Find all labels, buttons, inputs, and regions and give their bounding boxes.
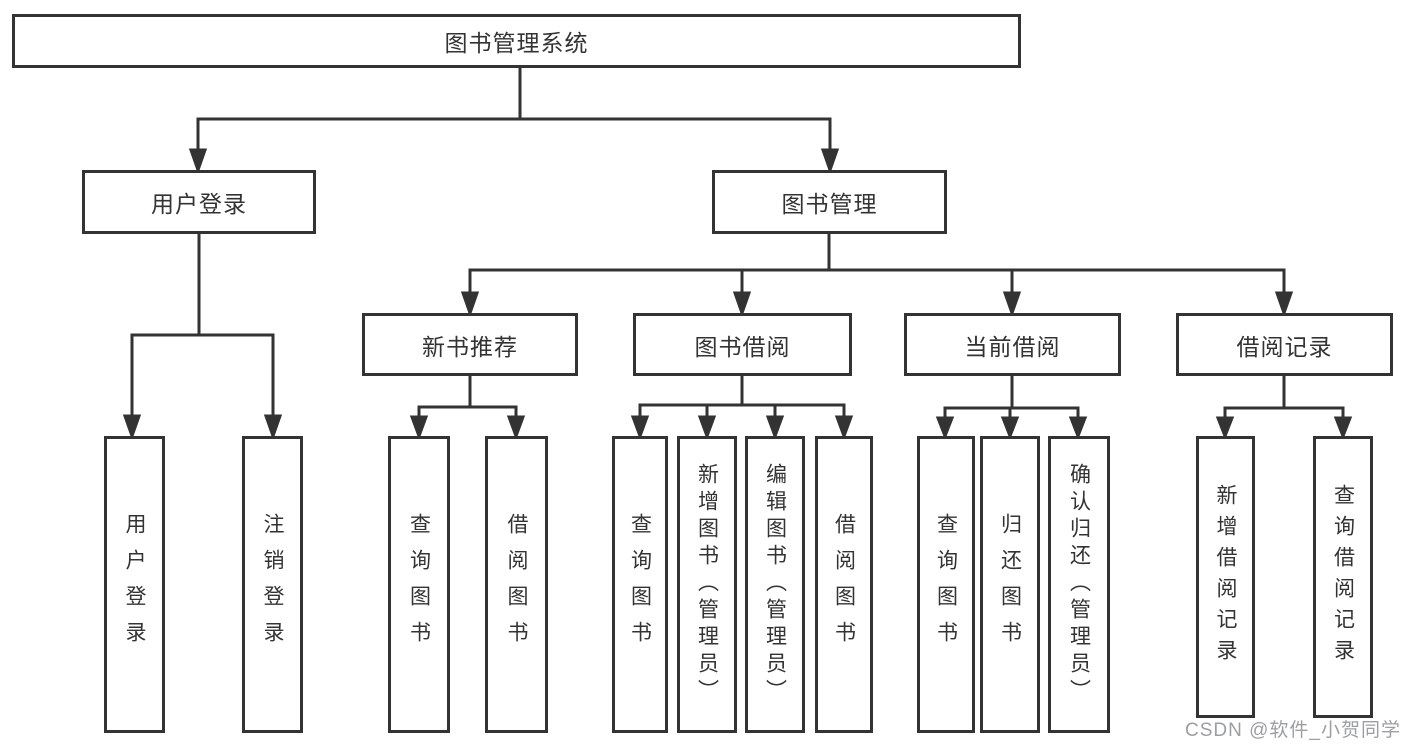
- leaf-edit-book-admin: 编辑图书（管理员）: [745, 436, 805, 733]
- node-label: 当前借阅: [964, 333, 1061, 360]
- node-borrow-records: 借阅记录: [1176, 313, 1393, 376]
- node-book-borrow: 图书借阅: [633, 313, 852, 376]
- node-label: 用户登录: [151, 191, 247, 217]
- leaf-borrow-books-recommend: 借阅图书: [485, 436, 548, 733]
- node-label: 归还图书: [998, 512, 1022, 657]
- leaf-borrow-book: 借阅图书: [815, 436, 873, 733]
- leaf-query-books-borrow: 查询图书: [612, 436, 668, 733]
- node-label: 借阅图书: [832, 512, 856, 657]
- leaf-user-login: 用户登录: [104, 436, 165, 733]
- node-label: 借阅记录: [1236, 333, 1333, 360]
- leaf-return-book: 归还图书: [980, 436, 1040, 733]
- leaf-query-borrow-record: 查询借阅记录: [1313, 436, 1373, 718]
- node-label: 查询图书: [407, 512, 431, 657]
- leaf-confirm-return-admin: 确认归还（管理员）: [1048, 436, 1110, 733]
- leaf-query-books-current: 查询图书: [917, 436, 975, 733]
- node-book-management: 图书管理: [712, 170, 947, 234]
- leaf-logout: 注销登录: [242, 436, 303, 733]
- leaf-add-borrow-record: 新增借阅记录: [1196, 436, 1255, 718]
- node-label: 图书管理: [781, 191, 878, 217]
- node-new-book-recommend: 新书推荐: [362, 313, 578, 376]
- node-label: 确认归还（管理员）: [1067, 463, 1091, 706]
- node-label: 注销登录: [261, 512, 284, 657]
- csdn-watermark: CSDN @软件_小贺同学: [1185, 720, 1401, 741]
- node-label: 编辑图书（管理员）: [763, 463, 787, 706]
- node-label: 新书推荐: [422, 333, 518, 360]
- node-label: 查询借阅记录: [1331, 484, 1355, 670]
- node-root-library-system: 图书管理系统: [12, 14, 1021, 68]
- node-label: 图书管理系统: [444, 30, 589, 56]
- leaf-query-books-recommend: 查询图书: [388, 436, 450, 733]
- node-user-login: 用户登录: [82, 170, 316, 234]
- node-label: 新增图书（管理员）: [695, 463, 719, 706]
- leaf-add-book-admin: 新增图书（管理员）: [677, 436, 737, 733]
- node-label: 查询图书: [934, 512, 958, 657]
- node-label: 新增借阅记录: [1214, 484, 1237, 670]
- node-label: 查询图书: [628, 512, 652, 657]
- node-label: 图书借阅: [694, 333, 791, 360]
- node-label: 用户登录: [123, 512, 146, 657]
- node-label: 借阅图书: [505, 512, 528, 657]
- node-current-borrow: 当前借阅: [904, 313, 1121, 376]
